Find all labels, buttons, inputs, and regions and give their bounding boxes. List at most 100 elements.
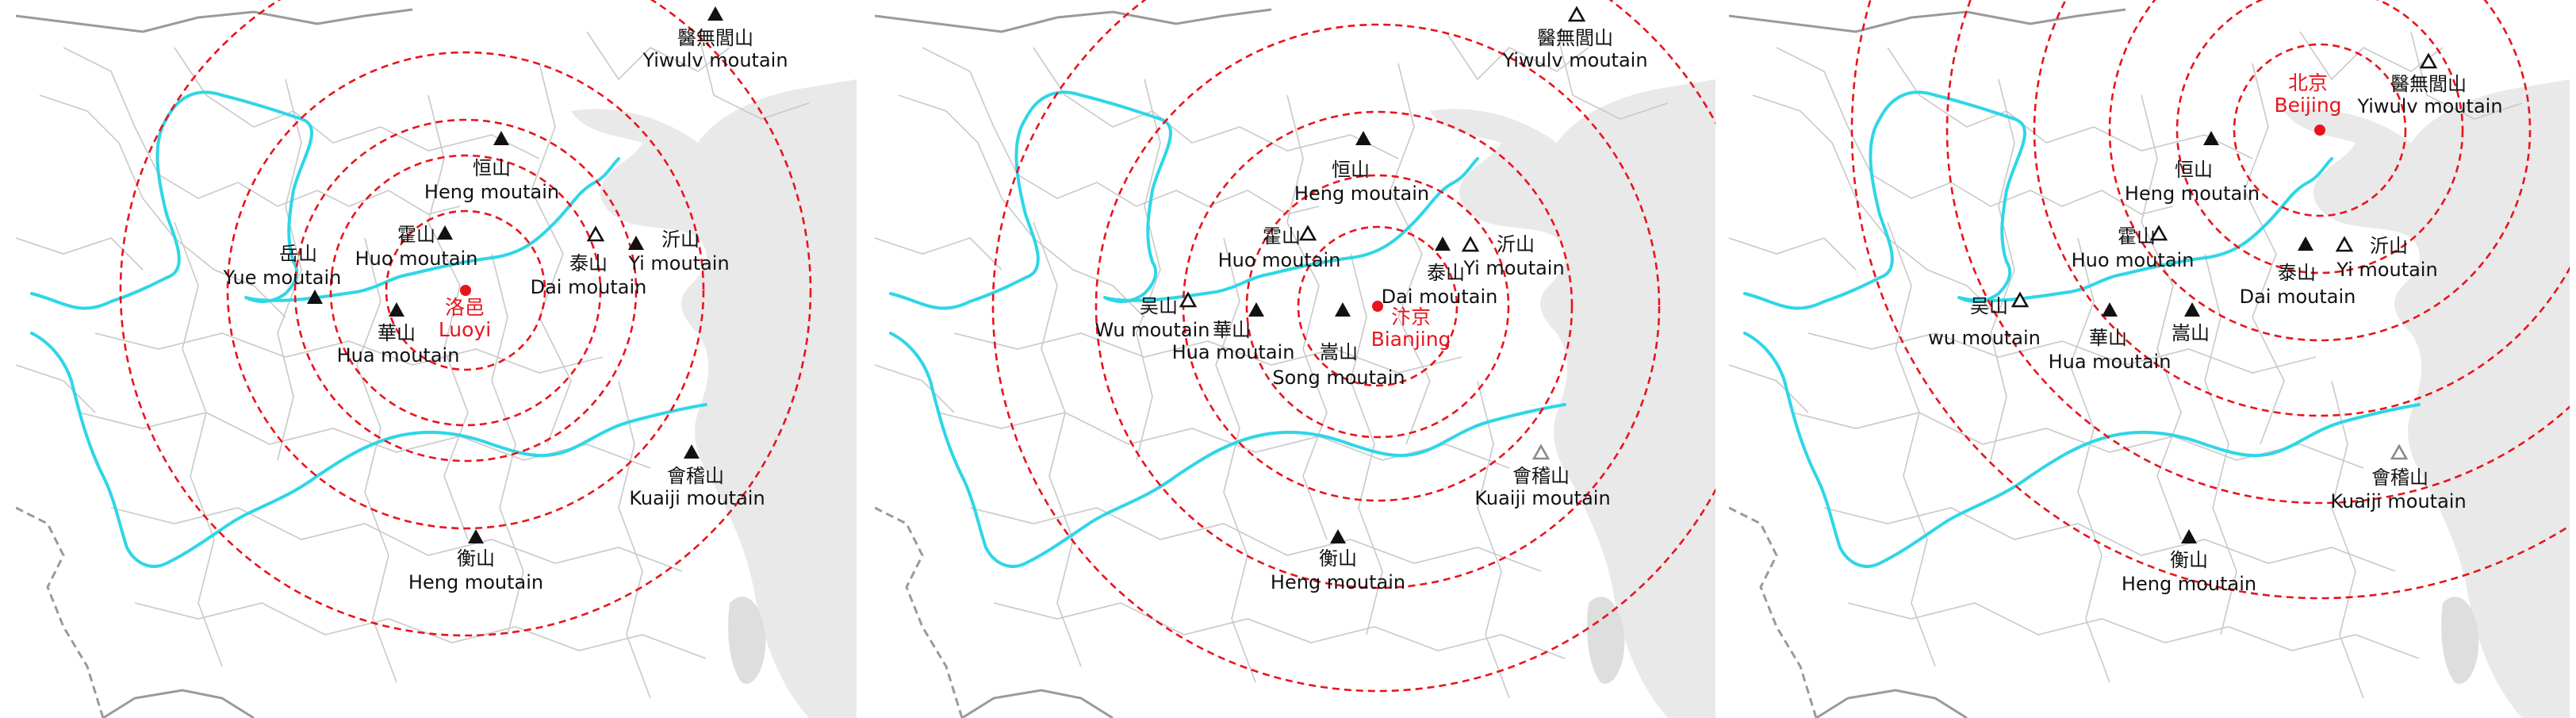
svg-text:Heng moutain: Heng moutain (1294, 182, 1429, 205)
svg-text:衡山: 衡山 (457, 547, 495, 570)
svg-text:Yiwulv moutain: Yiwulv moutain (2356, 95, 2502, 117)
capital-label-zh: 北京 (2288, 71, 2328, 94)
distance-rings (1850, 0, 2570, 600)
distance-ring-1 (2233, 43, 2407, 217)
svg-text:會稽山: 會稽山 (667, 465, 724, 487)
svg-text:霍山: 霍山 (2118, 225, 2156, 248)
svg-text:泰山: 泰山 (1427, 262, 1465, 284)
svg-text:沂山: 沂山 (661, 228, 700, 251)
svg-text:Dai moutain: Dai moutain (1382, 286, 1498, 308)
capital-label-zh: 洛邑 (445, 296, 485, 319)
mountain-marker-icon (2203, 131, 2219, 145)
province-borders (16, 31, 810, 699)
distance-ring-5 (119, 0, 812, 637)
map-bianjing: 汴京 Bianjing 醫無閭山 Yiwulv moutain 恒山 Heng … (875, 0, 1715, 718)
mountain-huo: 霍山 Huo moutain (2072, 225, 2195, 271)
mountain-kuaiji: 會稽山 Kuaiji moutain (2330, 443, 2467, 513)
svg-text:華山: 華山 (378, 322, 416, 344)
mountain-marker-icon (2011, 291, 2030, 308)
mountain-marker-icon (2181, 529, 2197, 543)
mountain-marker-icon (2390, 443, 2409, 460)
svg-text:Heng moutain: Heng moutain (2125, 182, 2260, 205)
mountain-marker-icon (1531, 443, 1551, 460)
distance-ring-4 (2033, 0, 2570, 417)
svg-text:岳山: 岳山 (279, 243, 317, 265)
mountain-marker-icon (2149, 225, 2168, 241)
svg-text:泰山: 泰山 (569, 252, 608, 275)
svg-text:Yi moutain: Yi moutain (1462, 257, 1564, 279)
mountain-hua: 華山 Hua moutain (337, 302, 460, 367)
svg-text:Yi moutain: Yi moutain (2336, 259, 2437, 281)
mountain-marker-icon (389, 302, 404, 317)
svg-text:Yiwulv moutain: Yiwulv moutain (642, 49, 788, 71)
distance-ring-3 (293, 118, 638, 463)
svg-text:醫無閭山: 醫無閭山 (1537, 27, 1613, 49)
mountain-song: 嵩山 (2172, 302, 2210, 344)
mountain-dai: 泰山 Dai moutain (2240, 236, 2356, 308)
mountain-marker-icon (2298, 236, 2313, 251)
svg-text:吴山: 吴山 (1970, 295, 2008, 317)
sea (571, 79, 857, 718)
svg-text:Heng moutain: Heng moutain (2122, 573, 2256, 595)
distance-ring-2 (1245, 174, 1510, 439)
mountain-marker-icon (2184, 302, 2200, 317)
province-borders (875, 31, 1669, 699)
distance-rings (119, 0, 812, 637)
svg-text:衡山: 衡山 (2170, 549, 2208, 571)
svg-text:Huo moutain: Huo moutain (355, 248, 478, 270)
mountain-marker-icon (1298, 225, 1317, 241)
mountain-hua: 華山 Hua moutain (1172, 302, 1295, 363)
mountain-marker-icon (437, 225, 453, 240)
capital-label-en: Luoyi (439, 318, 491, 341)
mountain-marker-icon (707, 6, 723, 21)
mountain-yi: 沂山 Yi moutain (1461, 233, 1565, 279)
svg-text:霍山: 霍山 (397, 224, 435, 246)
mountain-marker-icon (586, 225, 605, 242)
mountain-marker-icon (684, 444, 700, 459)
mountain-marker-icon (628, 236, 644, 250)
svg-text:Hua moutain: Hua moutain (337, 344, 460, 367)
yellow-river (889, 90, 1479, 310)
mountain-heng-north: 恒山 Heng moutain (424, 131, 559, 203)
mountain-yiwulv: 醫無閭山 Yiwulv moutain (2356, 52, 2503, 117)
svg-text:Dai moutain: Dai moutain (2240, 286, 2356, 308)
svg-text:Huo moutain: Huo moutain (1218, 249, 1341, 271)
svg-text:嵩山: 嵩山 (2172, 322, 2210, 344)
distance-ring-5 (991, 0, 1715, 693)
mountain-marker-icon (307, 290, 323, 304)
mountain-yi: 沂山 Yi moutain (627, 228, 729, 275)
mountain-hua: 華山 Hua moutain (2049, 302, 2171, 373)
mountain-song: 嵩山 Song moutain (1272, 302, 1405, 389)
map-panel-bianjing: 汴京 Bianjing 醫無閭山 Yiwulv moutain 恒山 Heng … (875, 0, 1715, 718)
capital-dot (1372, 301, 1383, 312)
svg-text:華山: 華山 (2089, 327, 2127, 349)
mountain-marker-icon (2419, 52, 2438, 69)
svg-text:霍山: 霍山 (1263, 225, 1301, 248)
svg-text:Wu moutain: Wu moutain (1095, 319, 1210, 341)
svg-text:嵩山: 嵩山 (1320, 341, 1358, 363)
distance-ring-6 (1850, 0, 2570, 600)
svg-text:衡山: 衡山 (1319, 547, 1357, 570)
taiwan-island (1587, 597, 1625, 684)
svg-text:Heng moutain: Heng moutain (1271, 571, 1405, 593)
mountain-heng-north: 恒山 Heng moutain (2125, 131, 2260, 205)
national-border-south (1815, 689, 1968, 718)
capital-label-zh: 汴京 (1391, 305, 1431, 328)
mountain-heng-south: 衡山 Heng moutain (408, 529, 543, 593)
distance-ring-1 (1297, 225, 1459, 387)
mountain-kuaiji: 會稽山 Kuaiji moutain (629, 444, 765, 509)
svg-text:會稽山: 會稽山 (1512, 465, 1570, 487)
national-border-north (16, 8, 413, 33)
capital-dot (2314, 125, 2325, 136)
svg-text:Huo moutain: Huo moutain (2072, 249, 2195, 271)
national-border-southwest (16, 506, 105, 718)
svg-text:Hua moutain: Hua moutain (1172, 341, 1295, 363)
mountain-heng-south: 衡山 Heng moutain (2122, 529, 2256, 595)
svg-text:Kuaiji moutain: Kuaiji moutain (2330, 490, 2466, 513)
mountain-yiwulv: 醫無閭山 Yiwulv moutain (642, 6, 788, 71)
svg-text:恒山: 恒山 (1332, 159, 1370, 181)
svg-text:Yue moutain: Yue moutain (223, 267, 342, 289)
distance-ring-1 (385, 209, 546, 371)
taiwan-island (2441, 597, 2479, 684)
svg-text:沂山: 沂山 (2370, 235, 2408, 257)
